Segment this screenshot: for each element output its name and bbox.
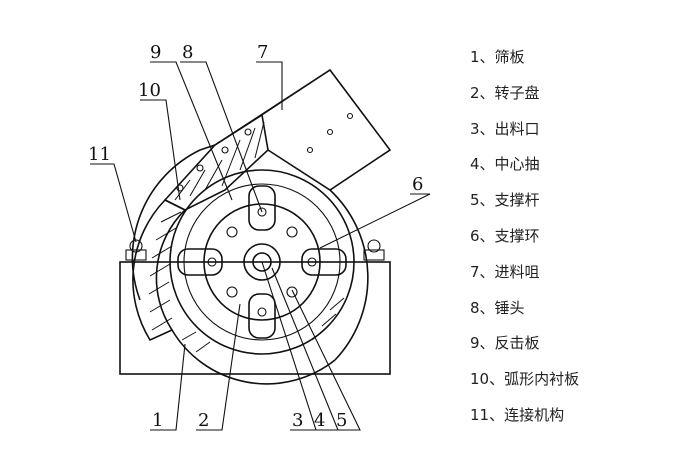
support-ring-outer xyxy=(169,169,355,355)
support-rods xyxy=(226,226,298,298)
legend-item: 3、出料口 xyxy=(470,119,540,138)
legend-item: 9、反击板 xyxy=(470,334,540,353)
hammer-heads xyxy=(177,185,347,339)
callout-8: 8 xyxy=(182,42,193,63)
callout-2: 2 xyxy=(198,410,209,431)
legend-item: 8、锤头 xyxy=(470,298,525,317)
callout-3: 3 xyxy=(292,410,303,431)
chute-bolts xyxy=(306,112,354,154)
outer-casing xyxy=(131,144,216,301)
callout-1: 1 xyxy=(152,410,163,431)
callout-9: 9 xyxy=(150,42,161,63)
legend-item: 6、支撑环 xyxy=(470,226,540,245)
leader-lines xyxy=(90,61,431,431)
legend-item: 2、转子盘 xyxy=(470,83,540,102)
callout-4: 4 xyxy=(314,410,325,431)
impact-plate-bolts xyxy=(176,128,252,192)
hammer-crusher-diagram: 9 8 7 10 11 6 1 2 3 4 5 xyxy=(88,42,431,431)
callout-5: 5 xyxy=(336,410,347,431)
parts-legend: 1、筛板 2、转子盘 3、出料口 4、中心抽 5、支撑杆 6、支撑环 7、进料咀… xyxy=(470,40,685,434)
screen-plate-hatching xyxy=(181,297,345,353)
outer-casing-right xyxy=(329,189,369,361)
callout-7: 7 xyxy=(257,42,268,63)
screen-plate xyxy=(171,329,336,385)
legend-item: 10、弧形内衬板 xyxy=(470,370,580,389)
legend-item: 5、支撑杆 xyxy=(470,191,540,210)
connection-mechanism-left xyxy=(125,239,147,261)
rotor-disk xyxy=(203,203,321,321)
callout-11: 11 xyxy=(88,144,111,165)
callout-6: 6 xyxy=(412,174,423,195)
legend-item: 4、中心抽 xyxy=(470,155,540,174)
connection-mechanism-right xyxy=(363,239,385,261)
central-shaft-inner xyxy=(252,252,272,272)
legend-item: 1、筛板 xyxy=(470,48,525,66)
central-shaft-outer xyxy=(243,243,281,281)
liner-hatching xyxy=(148,211,182,331)
callout-10: 10 xyxy=(138,80,161,101)
arc-liner xyxy=(132,199,187,342)
legend-item: 11、连接机构 xyxy=(470,405,565,424)
support-ring-inner xyxy=(183,183,341,341)
hammer-pins xyxy=(207,207,317,317)
chute-inner-edge xyxy=(261,69,331,116)
legend-item: 7、进料咀 xyxy=(470,262,540,281)
